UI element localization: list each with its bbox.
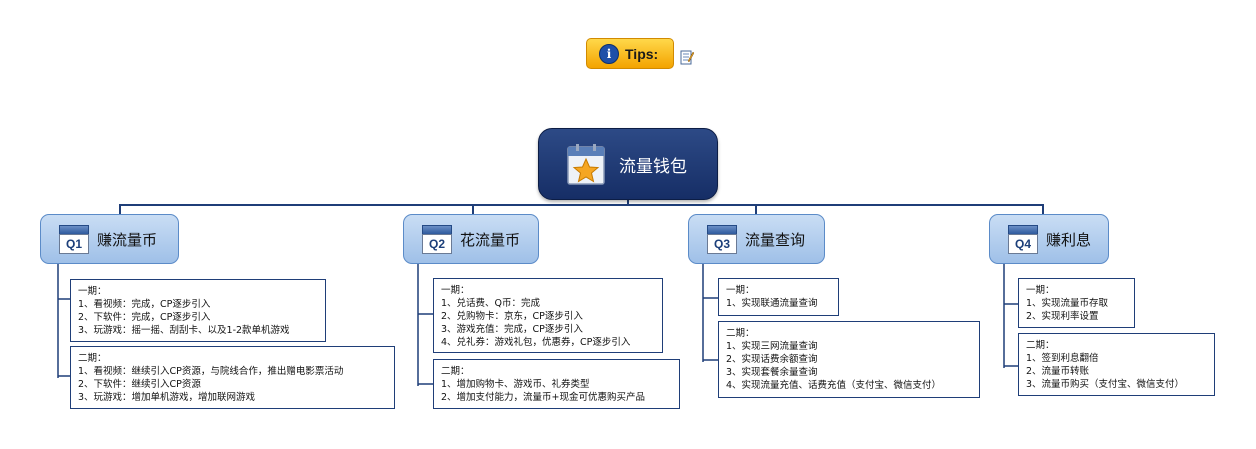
note-line: 一期： — [1026, 285, 1055, 296]
note-line: 一期： — [441, 285, 470, 296]
q4-phase2-note[interactable]: 二期： 1、签到利息翻倍 2、流量币转账 3、流量币购买（支付宝、微信支付） — [1018, 333, 1215, 396]
note-line: 2、下软件：完成，CP逐步引入 — [78, 312, 211, 323]
central-topic[interactable]: 流量钱包 — [538, 128, 718, 200]
branch-title: 赚利息 — [1046, 231, 1092, 249]
q2-phase1-note[interactable]: 一期： 1、兑话费、Q币：完成 2、兑购物卡：京东，CP逐步引入 3、游戏充值：… — [433, 278, 663, 353]
q1-badge-icon: Q1 — [59, 225, 89, 254]
tips-button[interactable]: i Tips: — [586, 38, 674, 69]
branch-q3[interactable]: Q3 流量查询 — [688, 214, 825, 264]
central-title: 流量钱包 — [619, 157, 687, 177]
q2-badge-icon: Q2 — [422, 225, 452, 254]
note-line: 1、实现联通流量查询 — [726, 298, 818, 309]
q1-phase1-note[interactable]: 一期： 1、看视频：完成，CP逐步引入 2、下软件：完成，CP逐步引入 3、玩游… — [70, 279, 326, 342]
info-icon: i — [599, 43, 619, 64]
q4-phase1-note[interactable]: 一期： 1、实现流量币存取 2、实现利率设置 — [1018, 278, 1135, 328]
q1-phase2-note[interactable]: 二期： 1、看视频：继续引入CP资源，与院线合作，推出赠电影票活动 2、下软件：… — [70, 346, 395, 409]
note-line: 1、实现流量币存取 — [1026, 298, 1109, 309]
tips-label: Tips: — [625, 45, 659, 62]
note-icon[interactable] — [680, 49, 694, 65]
note-line: 4、兑礼券：游戏礼包，优惠券，CP逐步引入 — [441, 337, 631, 348]
note-line: 3、游戏充值：完成，CP逐步引入 — [441, 324, 583, 335]
q3-badge-icon: Q3 — [707, 225, 737, 254]
note-line: 二期： — [78, 353, 107, 364]
note-line: 1、实现三网流量查询 — [726, 341, 818, 352]
note-line: 1、签到利息翻倍 — [1026, 353, 1099, 364]
q4-badge-icon: Q4 — [1008, 225, 1038, 254]
note-line: 2、实现话费余额查询 — [726, 354, 818, 365]
note-line: 3、实现套餐余量查询 — [726, 367, 818, 378]
note-line: 2、流量币转账 — [1026, 366, 1090, 377]
q2-phase2-note[interactable]: 二期： 1、增加购物卡、游戏币、礼券类型 2、增加支付能力，流量币+现金可优惠购… — [433, 359, 680, 409]
branch-q4[interactable]: Q4 赚利息 — [989, 214, 1109, 264]
note-line: 1、增加购物卡、游戏币、礼券类型 — [441, 379, 590, 390]
note-line: 3、流量币购买（支付宝、微信支付） — [1026, 379, 1185, 390]
note-line: 二期： — [441, 366, 470, 377]
q3-phase1-note[interactable]: 一期： 1、实现联通流量查询 — [718, 278, 839, 316]
note-line: 1、看视频：完成，CP逐步引入 — [78, 299, 211, 310]
note-line: 一期： — [726, 285, 755, 296]
note-line: 2、兑购物卡：京东，CP逐步引入 — [441, 311, 583, 322]
note-line: 二期： — [1026, 340, 1055, 351]
calendar-star-icon — [567, 144, 605, 185]
branch-q2[interactable]: Q2 花流量币 — [403, 214, 539, 264]
branch-title: 赚流量币 — [97, 231, 158, 249]
note-line: 一期： — [78, 286, 107, 297]
note-line: 4、实现流量充值、话费充值（支付宝、微信支付） — [726, 380, 942, 391]
note-line: 2、下软件：继续引入CP资源 — [78, 379, 201, 390]
note-line: 二期： — [726, 328, 755, 339]
note-line: 2、实现利率设置 — [1026, 311, 1099, 322]
note-line: 3、玩游戏：增加单机游戏，增加联网游戏 — [78, 392, 256, 403]
branch-q1[interactable]: Q1 赚流量币 — [40, 214, 179, 264]
note-line: 2、增加支付能力，流量币+现金可优惠购买产品 — [441, 392, 646, 403]
q3-phase2-note[interactable]: 二期： 1、实现三网流量查询 2、实现话费余额查询 3、实现套餐余量查询 4、实… — [718, 321, 980, 398]
note-line: 1、看视频：继续引入CP资源，与院线合作，推出赠电影票活动 — [78, 366, 344, 377]
note-line: 3、玩游戏：摇一摇、刮刮卡、以及1-2款单机游戏 — [78, 325, 290, 336]
branch-title: 花流量币 — [460, 231, 521, 249]
note-line: 1、兑话费、Q币：完成 — [441, 298, 541, 309]
branch-title: 流量查询 — [745, 231, 806, 249]
